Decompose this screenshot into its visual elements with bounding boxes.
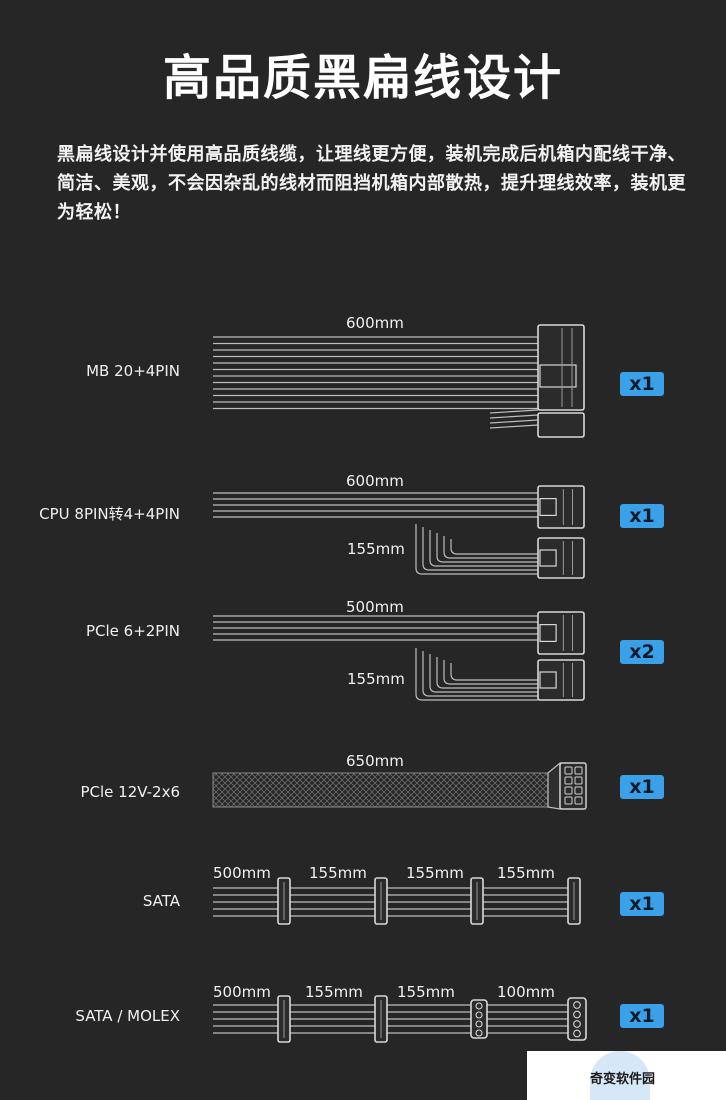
length-label: 600mm [346, 472, 404, 490]
sata-cable-drawing [213, 877, 581, 925]
page-title: 高品质黑扁线设计 [162, 50, 563, 106]
quantity-badge: x2 [620, 640, 664, 664]
cable-label-mb: MB 20+4PIN [86, 362, 180, 380]
length-label: 155mm [347, 540, 405, 558]
length-label: 500mm [213, 864, 271, 882]
length-label: 155mm [397, 983, 455, 1001]
length-label: 100mm [497, 983, 555, 1001]
intro-paragraph: 黑扁线设计并使用高品质线缆，让理线更方便，装机完成后机箱内配线干净、简洁、美观，… [57, 144, 686, 223]
pcie-cable-drawing [213, 611, 585, 701]
cable-label-pcie: PCle 6+2PIN [85, 622, 180, 640]
12v-connector-pins [564, 766, 583, 805]
cable-label-sata: SATA [142, 892, 180, 910]
quantity-badge: x1 [620, 892, 664, 916]
length-label: 155mm [406, 864, 464, 882]
quantity-badge: x1 [620, 504, 664, 528]
quantity-badge: x1 [620, 1004, 664, 1028]
length-label: 500mm [346, 598, 404, 616]
quantity-badge: x1 [620, 372, 664, 396]
length-label: 650mm [346, 752, 404, 770]
12v-cable-drawing [212, 761, 587, 810]
watermark-logo [590, 1051, 650, 1100]
length-label: 500mm [213, 983, 271, 1001]
length-label: 155mm [347, 670, 405, 688]
length-label: 600mm [346, 314, 404, 332]
cable-label-cpu: CPU 8PIN转4+4PIN [39, 505, 180, 523]
cpu-cable-drawing [213, 485, 585, 579]
length-label: 155mm [497, 864, 555, 882]
sata-molex-cable-drawing [213, 995, 587, 1043]
watermark-text: 奇变软件园 [590, 1072, 656, 1087]
length-label: 155mm [309, 864, 367, 882]
quantity-badge: x1 [620, 775, 664, 799]
cable-label-12v: PCle 12V-2x6 [80, 783, 180, 801]
length-label: 155mm [305, 983, 363, 1001]
cable-label-sata-molex: SATA / MOLEX [75, 1007, 180, 1025]
mb-cable-drawing [213, 324, 585, 438]
